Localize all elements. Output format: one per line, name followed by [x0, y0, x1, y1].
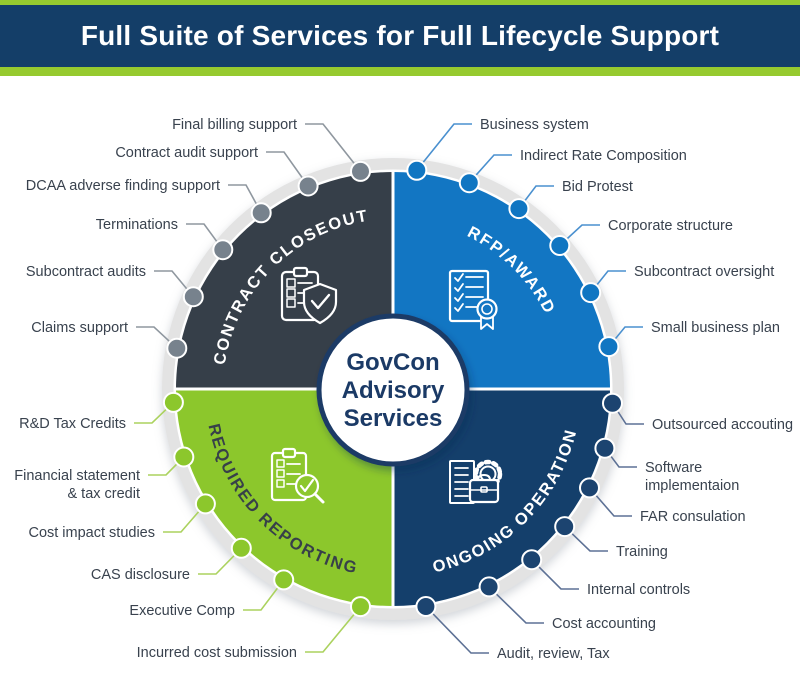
service-dot [182, 286, 204, 308]
clipboard-magnifier-icon [270, 447, 325, 504]
header-bottom-stripe [0, 67, 800, 76]
service-dot [162, 391, 184, 413]
service-label: Corporate structure [608, 218, 733, 234]
center-hub: GovCon Advisory Services [316, 313, 470, 467]
service-dot [508, 198, 530, 220]
service-label: Subcontract audits [26, 264, 146, 280]
page-title: Full Suite of Services for Full Lifecycl… [80, 20, 720, 51]
diagram-area: CONTRACT CLOSEOUT RFP/AWARD REQUIRED REP… [0, 76, 800, 694]
service-dot [173, 446, 195, 468]
service-label: Small business plan [651, 320, 780, 336]
header-top-stripe [0, 0, 800, 5]
leader-line [243, 579, 285, 611]
leader-line [154, 270, 194, 298]
leader-line [266, 151, 309, 187]
service-label: Cost impact studies [28, 525, 155, 541]
center-text-line2: Advisory [342, 377, 445, 404]
service-dot [194, 493, 216, 515]
center-circle [316, 313, 470, 467]
leader-line [186, 223, 224, 251]
service-label: Incurred cost submission [137, 645, 297, 661]
service-label: Bid Protest [562, 179, 633, 195]
service-dot [415, 596, 437, 617]
quadrant-contract-closeout [176, 172, 393, 389]
leader-line [488, 586, 544, 624]
service-dot [250, 202, 272, 224]
service-dot [297, 175, 319, 197]
center-text-line3: Services [344, 405, 443, 432]
service-label: Internal controls [587, 582, 690, 598]
header-bar: Full Suite of Services for Full Lifecycl… [0, 5, 800, 67]
service-dot [594, 437, 616, 459]
leader-line [531, 559, 579, 590]
service-label: Audit, review, Tax [497, 646, 610, 662]
lifecycle-diagram: CONTRACT CLOSEOUT RFP/AWARD REQUIRED REP… [14, 117, 793, 662]
service-label: Final billing support [172, 117, 297, 133]
leader-line [588, 487, 632, 517]
service-label: Business system [480, 117, 589, 133]
service-label: FAR consulation [640, 509, 746, 525]
service-dot [212, 239, 234, 261]
service-label: R&D Tax Credits [19, 416, 126, 432]
service-label: Training [616, 544, 668, 560]
service-label: Outsourced accouting [652, 417, 793, 433]
service-label: Contract audit support [115, 145, 258, 161]
service-label: DCAA adverse finding support [26, 178, 220, 194]
service-label: Claims support [31, 320, 128, 336]
document-briefcase-gear-icon [449, 459, 503, 504]
leader-line [416, 123, 472, 171]
service-dot [406, 159, 428, 181]
service-dot [350, 160, 371, 182]
service-dot [554, 516, 576, 538]
leader-line [564, 526, 608, 552]
service-dot [521, 549, 543, 571]
service-dot [580, 282, 602, 304]
service-dot [478, 576, 500, 598]
document-award-icon [448, 269, 498, 330]
clipboard-shield-icon [280, 266, 338, 325]
page-header: Full Suite of Services for Full Lifecycl… [0, 0, 800, 76]
leader-line [468, 154, 512, 184]
service-dot [579, 477, 600, 499]
service-dot [350, 596, 371, 618]
service-label: Financial statement& tax credit [14, 468, 140, 502]
service-label: Executive Comp [129, 603, 235, 619]
quadrant-rfp-award [393, 172, 610, 389]
service-dot [273, 569, 295, 591]
service-label: Indirect Rate Composition [520, 148, 687, 164]
service-label: Terminations [96, 217, 178, 233]
service-dot [458, 172, 480, 194]
service-dot [549, 235, 571, 256]
service-dot [230, 537, 252, 559]
leader-line [305, 123, 362, 172]
service-dot [166, 337, 188, 359]
service-dot [602, 392, 623, 414]
service-label: CAS disclosure [91, 567, 190, 583]
service-dot [598, 336, 620, 358]
center-text-line1: GovCon [346, 349, 439, 376]
leader-line [228, 184, 262, 214]
leader-line [198, 547, 242, 575]
service-label: Cost accounting [552, 616, 656, 632]
leader-line [163, 503, 207, 533]
leader-line [425, 605, 489, 654]
leader-line [305, 606, 362, 653]
service-label: Subcontract oversight [634, 264, 774, 280]
